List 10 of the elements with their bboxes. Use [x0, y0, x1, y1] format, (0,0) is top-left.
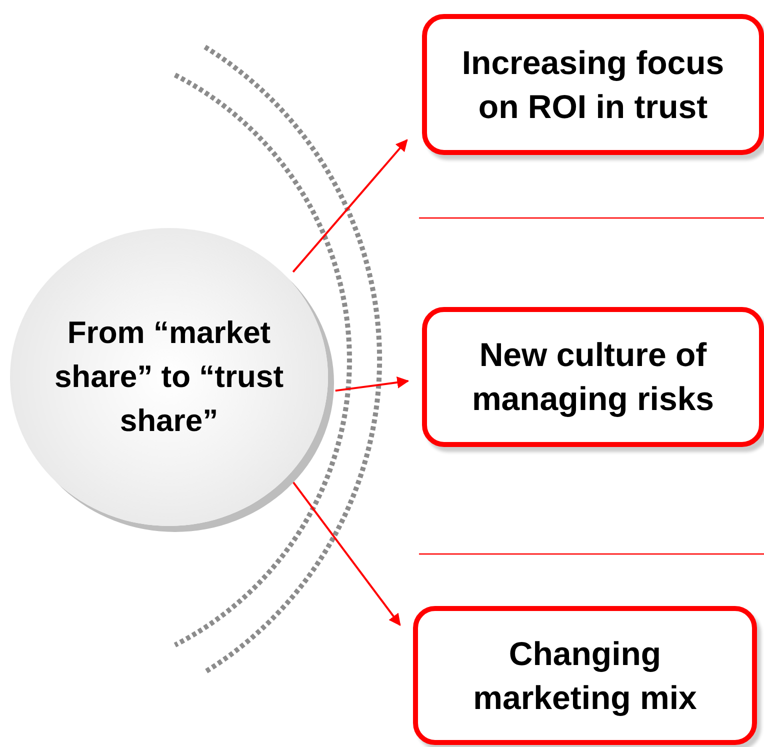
node-label: New culture of managing risks	[470, 335, 716, 419]
node-label: Increasing focus on ROI in trust	[460, 42, 726, 126]
arrow	[292, 481, 401, 626]
arrow	[292, 139, 408, 273]
node-label: From “market share” to “trust share”	[53, 314, 285, 440]
rounded-box	[422, 307, 764, 447]
arrow	[335, 376, 410, 392]
rounded-box	[413, 606, 757, 745]
rounded-box	[422, 14, 764, 155]
node-label: Changing marketing mix	[472, 634, 698, 718]
